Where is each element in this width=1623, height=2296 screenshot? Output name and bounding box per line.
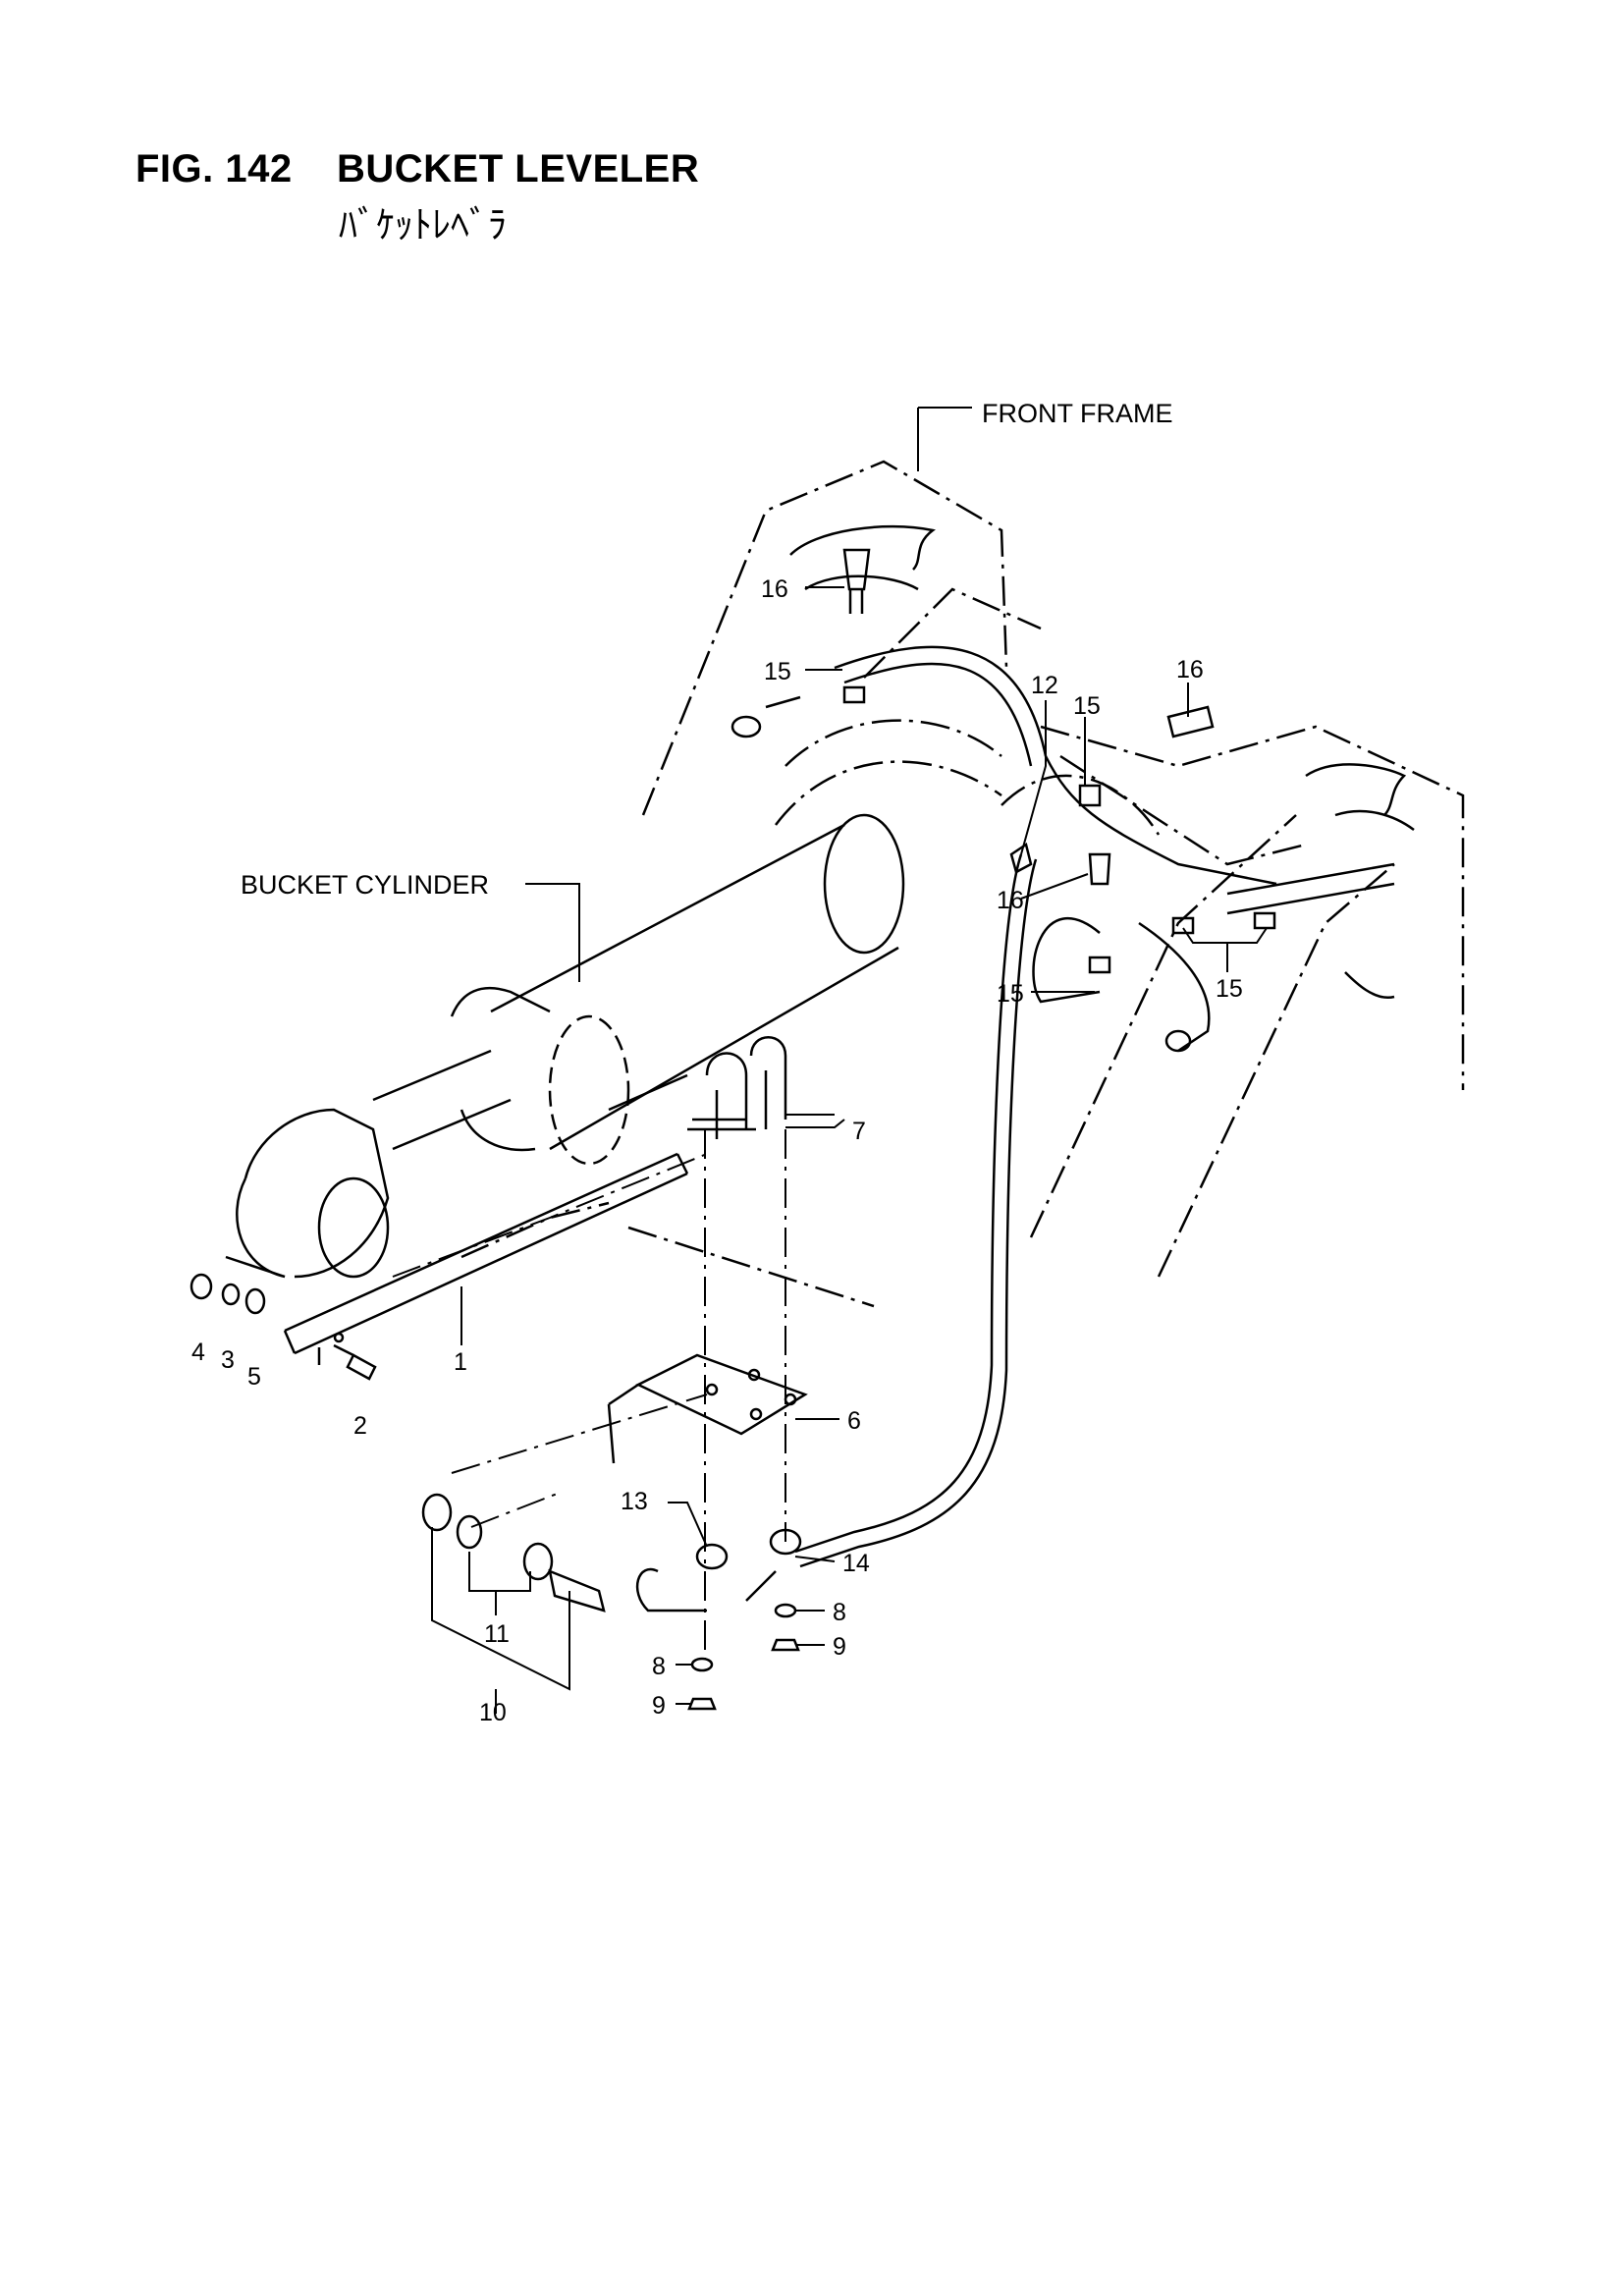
callout-16-top: 16 [761, 575, 788, 603]
harness-cable [635, 645, 1395, 1613]
mounting-plate [607, 1353, 808, 1464]
callout-9-right: 9 [833, 1633, 846, 1661]
label-front-frame: FRONT FRAME [982, 399, 1173, 428]
callout-8-right: 8 [833, 1599, 846, 1626]
callout-4: 4 [191, 1339, 205, 1366]
callout-9-left: 9 [652, 1692, 666, 1720]
figure-name: BUCKET LEVELER [337, 147, 700, 191]
leader-lines [392, 407, 1268, 1714]
callout-2: 2 [353, 1412, 367, 1440]
callout-8-left: 8 [652, 1653, 666, 1680]
callout-14: 14 [842, 1550, 870, 1577]
callout-12: 12 [1031, 672, 1058, 699]
callout-3: 3 [221, 1346, 235, 1374]
hardware-bottom [421, 1493, 802, 1711]
callout-16-right: 16 [1176, 656, 1204, 683]
bucket-cylinder [225, 813, 905, 1279]
callout-15-right: 15 [1216, 975, 1243, 1003]
figure-number: FIG. 142 [135, 147, 293, 191]
front-frame-outline [460, 460, 1465, 1308]
front-frame-lug [789, 524, 1415, 1000]
callout-16-middle: 16 [997, 887, 1024, 914]
hardware-left [189, 1273, 377, 1381]
label-bucket-cylinder: BUCKET CYLINDER [241, 870, 489, 900]
callout-11: 11 [484, 1620, 510, 1648]
callout-1: 1 [454, 1348, 467, 1376]
figure-title: FIG. 142 BUCKET LEVELER [135, 147, 699, 191]
hardware-upper [730, 548, 1276, 1053]
callout-10: 10 [479, 1699, 507, 1726]
callout-15-middle: 15 [997, 980, 1024, 1008]
callout-6: 6 [847, 1407, 861, 1435]
leveler-bar [283, 1152, 689, 1365]
callout-5: 5 [247, 1363, 261, 1391]
callout-13: 13 [621, 1488, 648, 1515]
u-bolt-assembly [608, 1036, 787, 1139]
callout-7: 7 [852, 1118, 866, 1145]
figure-subtitle: ﾊﾞｹｯﾄﾚﾍﾞﾗ [339, 205, 508, 246]
callout-15-upper: 15 [764, 658, 791, 685]
callout-15-right-upper: 15 [1073, 692, 1101, 720]
